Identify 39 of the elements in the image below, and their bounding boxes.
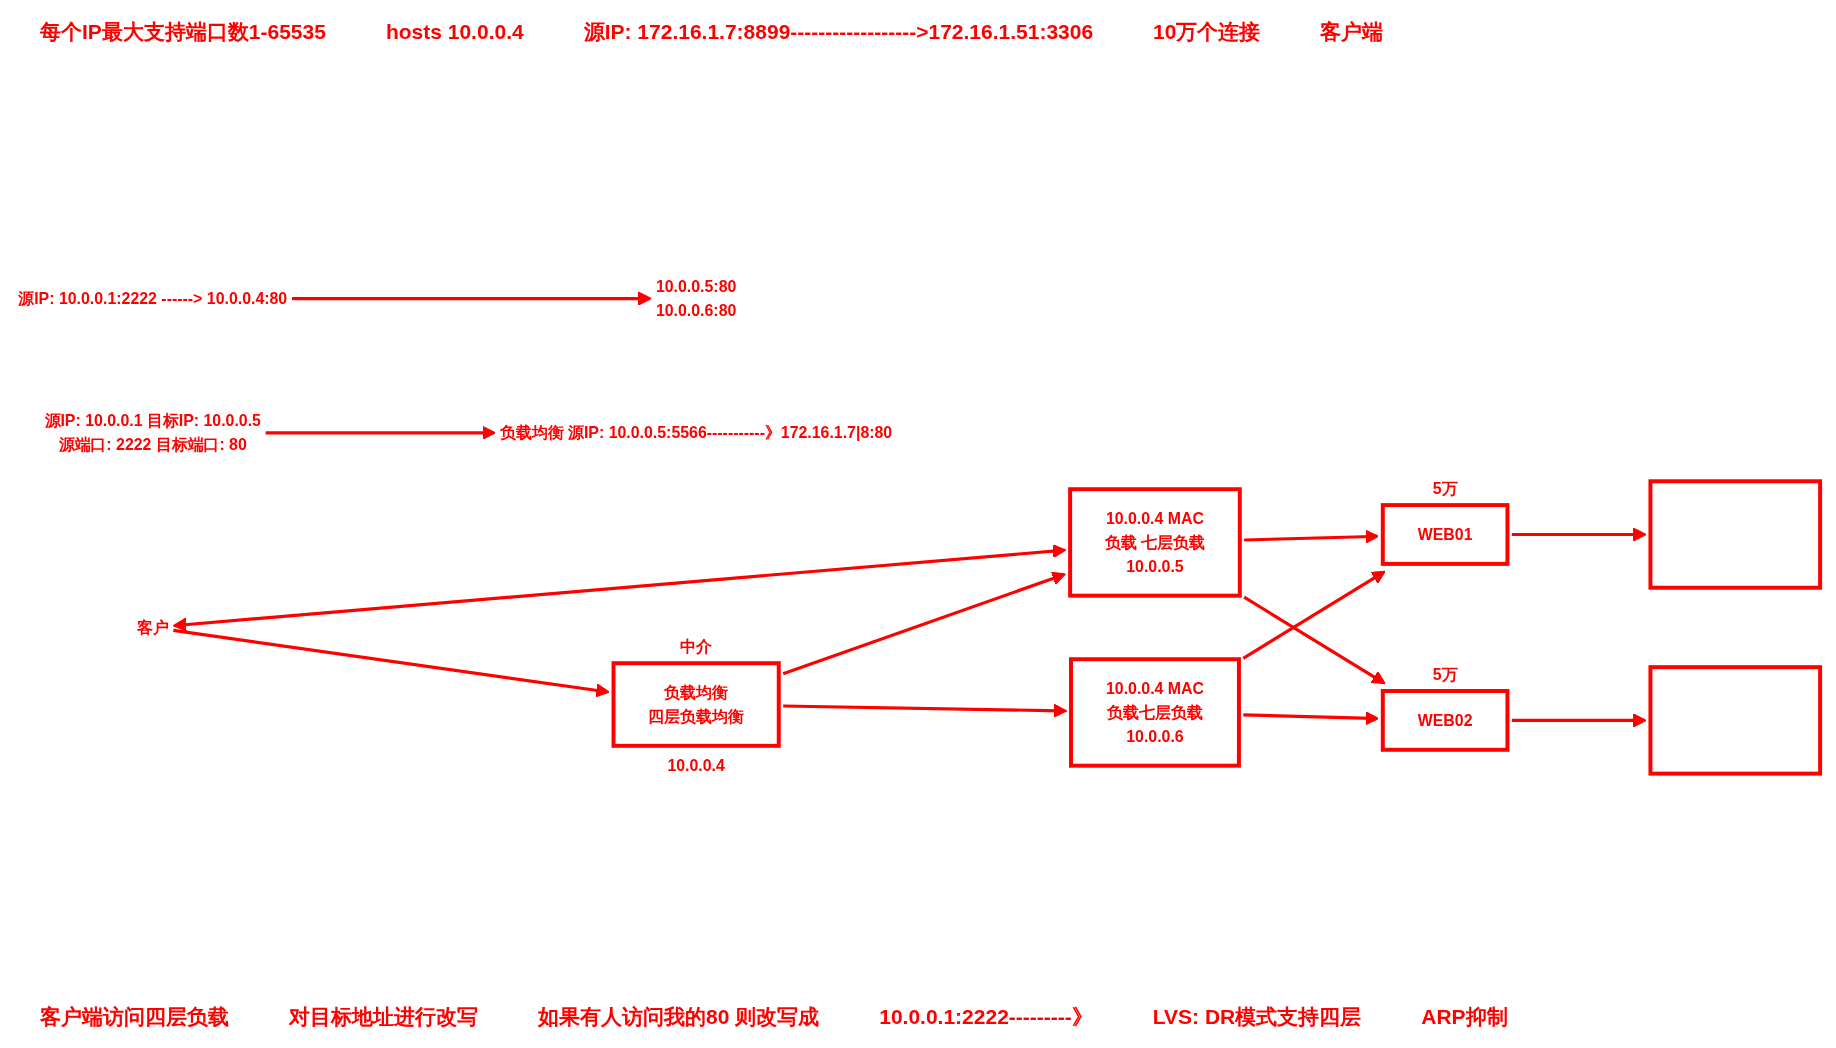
arrow: [265, 426, 496, 441]
annotation-text: 客户: [136, 619, 169, 637]
server-box: [1648, 479, 1823, 590]
annotation-text: 客户端: [1320, 19, 1384, 45]
arrow: [291, 291, 652, 306]
annotation-text: 如果有人访问我的80 则改写成: [538, 1003, 820, 1030]
server-box: WEB02: [1380, 689, 1510, 753]
arrow: [782, 572, 1066, 676]
arrow: [1511, 527, 1647, 542]
annotation-text: LVS: DR模式支持四层: [1152, 1003, 1362, 1030]
annotation-text: 10.0.0.5:80 10.0.0.6:80: [655, 278, 737, 320]
arrow: [173, 629, 610, 698]
annotation-text: 负载均衡 源IP: 10.0.0.5:5566-----------》172.16.1.7|8:80: [500, 424, 893, 442]
annotation-text: 源IP: 10.0.0.1 目标IP: 10.0.0.5 源端口: 2222 目标端口: 80: [44, 412, 261, 454]
annotation-text: 源IP: 10.0.0.1:2222 ------> 10.0.0.4:80: [18, 290, 288, 308]
arrow: [1243, 596, 1386, 685]
arrow: [1244, 529, 1380, 544]
arrow: [1242, 570, 1386, 660]
annotation-text: 对目标地址进行改写: [289, 1003, 478, 1030]
annotation-text: hosts 10.0.0.4: [385, 19, 524, 45]
server-box: 10.0.0.4 MAC 负载 七层负载 10.0.0.5: [1068, 487, 1242, 598]
server-box: 10.0.0.4 MAC 负载七层负载 10.0.0.6: [1069, 657, 1241, 768]
annotation-text: 10.0.0.1:2222---------》: [879, 1003, 1093, 1030]
annotation-text: 客户端访问四层负载: [40, 1003, 229, 1030]
server-box: [1648, 665, 1823, 776]
annotation-text: 10万个连接: [1153, 19, 1261, 45]
arrow: [1243, 711, 1380, 726]
annotation-text: 每个IP最大支持端口数1-65535: [40, 19, 326, 45]
node-caption: 10.0.0.4: [667, 757, 725, 775]
node-caption: 5万: [1432, 480, 1458, 498]
annotation-text: ARP抑制: [1421, 1003, 1508, 1030]
arrow: [783, 704, 1068, 718]
annotation-text: 源IP: 172.16.1.7:8899------------------>172.16.1.51:3306: [583, 19, 1094, 45]
arrow: [1511, 713, 1647, 728]
node-caption: 5万: [1432, 666, 1458, 684]
node-caption: 中介: [680, 638, 713, 656]
server-box: 负载均衡 四层负载均衡: [611, 661, 781, 749]
server-box: WEB01: [1380, 503, 1510, 567]
arrow: [172, 544, 1067, 632]
